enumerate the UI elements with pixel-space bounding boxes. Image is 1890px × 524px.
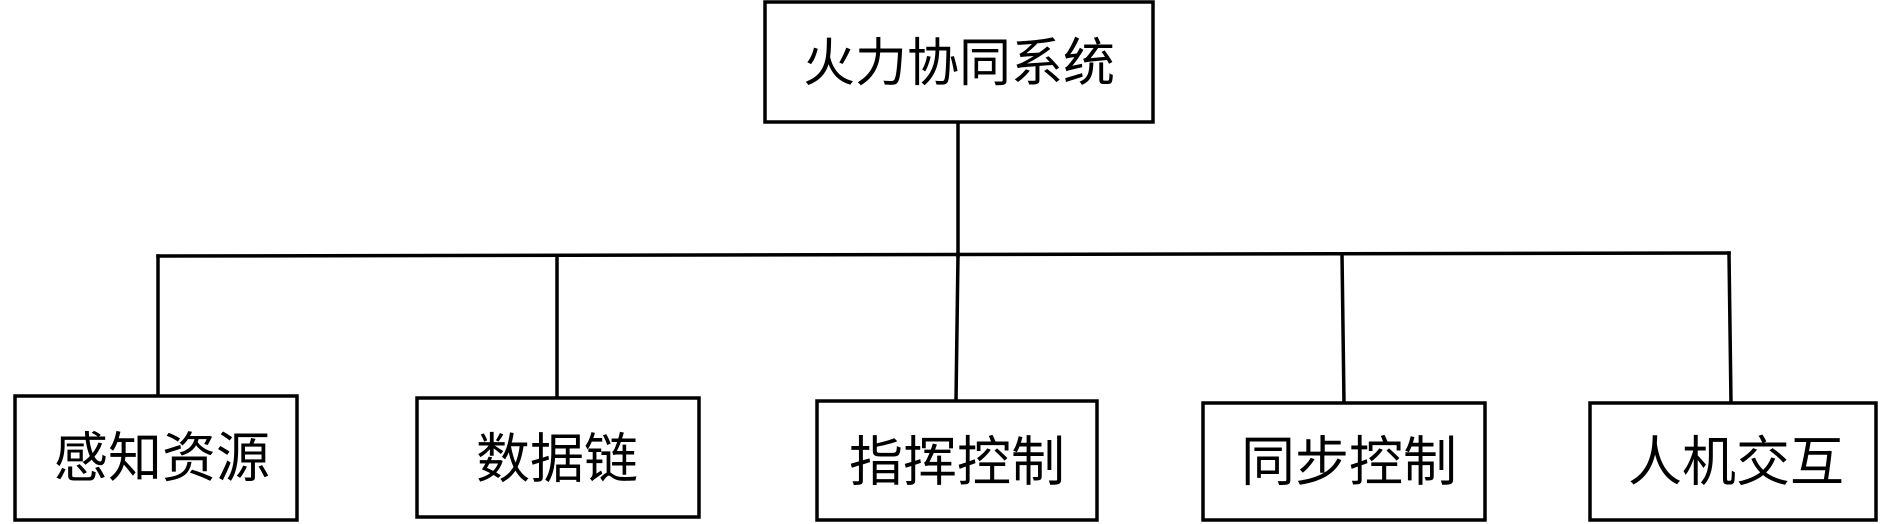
horizontal-bus-line bbox=[156, 251, 1731, 258]
child-node-box-2 bbox=[415, 396, 701, 519]
child-node-label-3: 指挥控制 bbox=[849, 431, 1065, 494]
child-node-label-1: 感知资源 bbox=[54, 427, 270, 490]
root-node-box bbox=[763, 0, 1155, 124]
child-node-label-4: 同步控制 bbox=[1241, 431, 1457, 494]
branch-line-3 bbox=[954, 253, 960, 403]
child-node-4: 同步控制 bbox=[1201, 401, 1487, 522]
child-node-3: 指挥控制 bbox=[815, 399, 1099, 522]
child-node-2: 数据链 bbox=[415, 396, 701, 519]
child-node-box-3 bbox=[815, 399, 1099, 522]
root-node: 火力协同系统 bbox=[763, 0, 1155, 124]
child-node-label-2: 数据链 bbox=[476, 428, 638, 491]
child-node-box-5 bbox=[1588, 401, 1878, 522]
child-node-1: 感知资源 bbox=[13, 394, 299, 522]
connector-lines bbox=[156, 120, 1733, 405]
child-node-box-4 bbox=[1201, 401, 1487, 522]
child-node-5: 人机交互 bbox=[1588, 401, 1878, 522]
branch-line-4 bbox=[1340, 252, 1346, 405]
child-node-box-1 bbox=[13, 394, 299, 522]
child-node-label-5: 人机交互 bbox=[1628, 431, 1844, 494]
branch-line-5 bbox=[1727, 251, 1733, 405]
root-node-label: 火力协同系统 bbox=[803, 34, 1115, 94]
